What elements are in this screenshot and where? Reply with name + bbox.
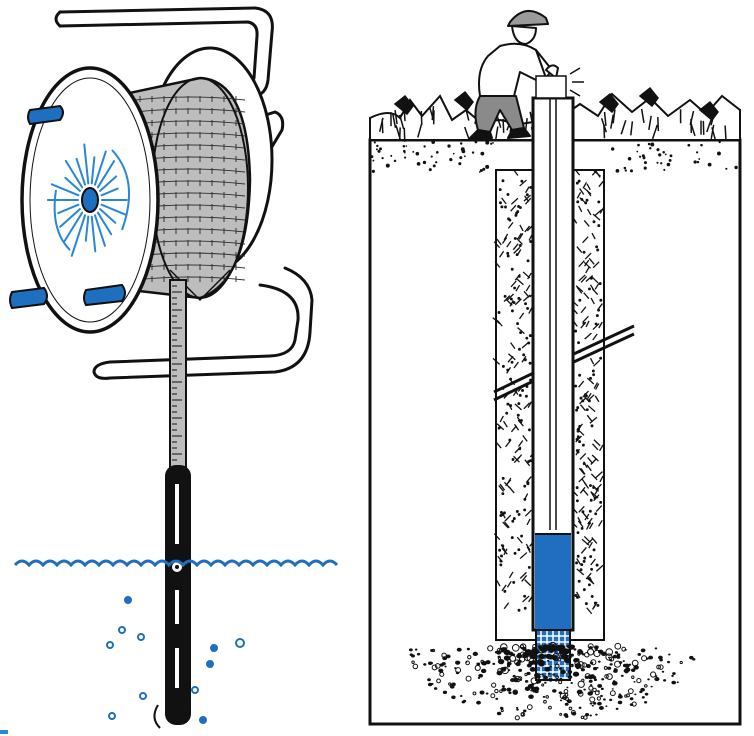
knob-bottom-right	[83, 283, 126, 307]
knob-bottom-left	[9, 286, 48, 310]
hard-hat	[507, 10, 549, 27]
reel-hub-light	[46, 143, 131, 257]
tape-reel-water-level-meter	[9, 6, 339, 729]
knob-top	[27, 104, 64, 126]
monitoring-well-cross-section	[368, 10, 742, 726]
probe	[153, 465, 191, 729]
bubbles	[106, 596, 245, 724]
corner-mark	[0, 730, 8, 734]
gravel-filter	[408, 641, 696, 721]
graduated-tape	[169, 279, 187, 471]
casing-cap	[535, 67, 584, 99]
reel-knobs	[9, 104, 126, 310]
water-surface	[13, 559, 339, 568]
worker	[469, 10, 559, 139]
water-column	[535, 534, 571, 630]
